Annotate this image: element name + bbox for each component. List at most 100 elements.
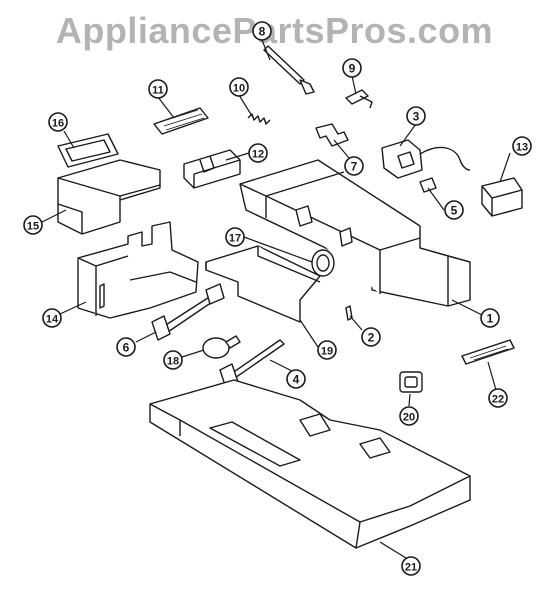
callout-10[interactable]: 10 xyxy=(229,77,249,97)
callout-13[interactable]: 13 xyxy=(512,136,532,156)
leader-line xyxy=(59,301,87,315)
callout-label: 4 xyxy=(293,373,300,387)
callout-circle xyxy=(148,79,168,99)
callout-4[interactable]: 4 xyxy=(286,369,306,389)
callout-17[interactable]: 17 xyxy=(225,227,245,247)
callout-8[interactable]: 8 xyxy=(252,21,272,41)
callout-circle xyxy=(248,143,268,163)
leader-line xyxy=(349,315,363,331)
part-14-housing[interactable] xyxy=(77,221,199,319)
callout-6[interactable]: 6 xyxy=(116,337,136,357)
callout-circle xyxy=(116,337,136,357)
callout-21[interactable]: 21 xyxy=(401,556,421,576)
leader-line xyxy=(135,331,157,343)
part-18-bulb[interactable] xyxy=(202,335,241,359)
leader-line xyxy=(408,393,411,407)
callout-circle xyxy=(286,369,306,389)
callout-circle xyxy=(488,388,508,408)
callout-7[interactable]: 7 xyxy=(344,156,364,176)
leader-line xyxy=(399,123,417,147)
callout-label: 12 xyxy=(252,149,264,161)
callout-circle xyxy=(48,112,68,132)
callout-15[interactable]: 15 xyxy=(23,215,43,235)
callout-16[interactable]: 16 xyxy=(48,112,68,132)
part-22-strip[interactable] xyxy=(461,339,515,365)
callout-circle xyxy=(225,227,245,247)
part-8-shaft[interactable] xyxy=(263,45,315,95)
leader-line xyxy=(181,349,205,358)
callout-circle xyxy=(344,156,364,176)
leader-line xyxy=(499,152,511,183)
leader-line xyxy=(351,75,357,95)
leader-line xyxy=(451,299,483,316)
callout-18[interactable]: 18 xyxy=(163,350,183,370)
callout-22[interactable]: 22 xyxy=(488,388,508,408)
callout-circle xyxy=(42,308,62,328)
part-1-housing[interactable] xyxy=(239,159,471,307)
callout-label: 8 xyxy=(259,25,266,39)
leader-line xyxy=(157,96,175,119)
callout-label: 11 xyxy=(152,85,164,97)
callout-20[interactable]: 20 xyxy=(399,406,419,426)
callout-label: 9 xyxy=(349,62,356,76)
part-5-connector[interactable] xyxy=(419,177,437,193)
callout-2[interactable]: 2 xyxy=(361,327,381,347)
callout-label: 15 xyxy=(27,221,39,233)
callout-label: 10 xyxy=(233,83,245,95)
callout-group: 8 9 10 11 3 16 13 12 7 5 15 17 14 1 2 6 … xyxy=(23,21,532,576)
callout-label: 16 xyxy=(52,118,64,130)
callout-circle xyxy=(252,21,272,41)
part-12-bracket[interactable] xyxy=(183,149,241,189)
callout-19[interactable]: 19 xyxy=(317,340,337,360)
callout-circle xyxy=(480,308,500,328)
callout-12[interactable]: 12 xyxy=(248,143,268,163)
leader-line xyxy=(379,541,407,559)
leader-lines xyxy=(41,39,511,559)
callout-14[interactable]: 14 xyxy=(42,308,62,328)
callout-circle xyxy=(163,350,183,370)
callout-label: 2 xyxy=(368,331,375,345)
callout-3[interactable]: 3 xyxy=(406,106,426,126)
callout-circle xyxy=(23,215,43,235)
part-19-plate[interactable] xyxy=(205,245,321,323)
part-16-gasket[interactable] xyxy=(57,133,119,168)
part-11-filter[interactable] xyxy=(153,107,209,135)
callout-circle xyxy=(406,106,426,126)
part-13-block[interactable] xyxy=(481,177,523,217)
part-6-rod[interactable] xyxy=(151,283,225,341)
callout-label: 18 xyxy=(167,356,179,368)
part-21-cover[interactable] xyxy=(149,379,471,549)
leader-line xyxy=(238,94,253,117)
callout-circle xyxy=(512,136,532,156)
callout-5[interactable]: 5 xyxy=(444,200,464,220)
part-15-housing[interactable] xyxy=(57,159,161,235)
callout-11[interactable]: 11 xyxy=(148,79,168,99)
callout-label: 3 xyxy=(413,110,420,124)
callout-label: 21 xyxy=(405,562,417,574)
callout-label: 22 xyxy=(492,394,504,406)
leader-line xyxy=(63,130,75,149)
part-7-bracket[interactable] xyxy=(315,123,349,147)
part-10-spring[interactable] xyxy=(247,113,271,125)
callout-label: 1 xyxy=(487,312,494,326)
leader-line xyxy=(299,319,319,348)
callout-circle xyxy=(342,58,362,78)
callout-label: 20 xyxy=(403,412,415,424)
leader-line xyxy=(243,236,313,263)
leader-line xyxy=(487,361,497,391)
part-9-lever[interactable] xyxy=(345,89,373,109)
leader-line xyxy=(333,139,350,159)
callout-circle xyxy=(401,556,421,576)
part-17-knob[interactable] xyxy=(311,249,335,277)
leader-line xyxy=(261,39,271,61)
callout-label: 6 xyxy=(123,341,130,355)
callout-label: 7 xyxy=(351,160,358,174)
parts-drawing xyxy=(57,45,523,549)
callout-9[interactable]: 9 xyxy=(342,58,362,78)
callout-1[interactable]: 1 xyxy=(480,308,500,328)
part-20-insert[interactable] xyxy=(399,371,423,393)
part-3-motor[interactable] xyxy=(381,139,471,179)
watermark-text: AppliancePartsPros.com xyxy=(55,10,494,51)
leader-line xyxy=(41,209,67,223)
